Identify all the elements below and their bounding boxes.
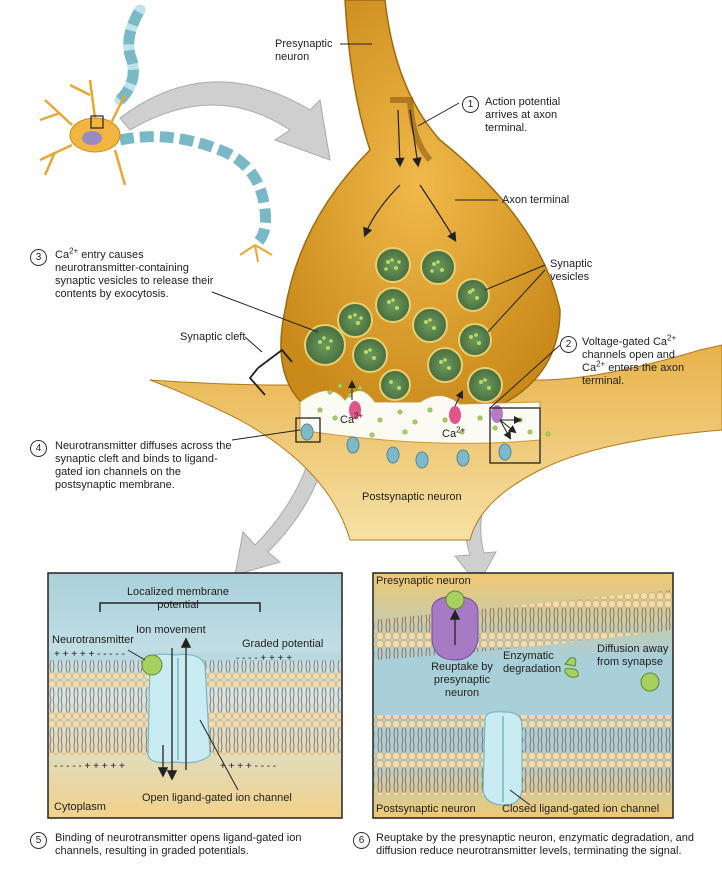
step-6-number: 6 xyxy=(353,832,370,849)
step-2-text: Voltage-gated Ca2+ channels open and Ca2… xyxy=(582,333,685,387)
label-diffusion-away: Diffusion away from synapse xyxy=(597,643,669,668)
label-charges-top-left: + + + + + - - - - - xyxy=(54,649,125,660)
step-4-text: Neurotransmitter diffuses across the syn… xyxy=(55,440,232,491)
synaptic-cleft-region xyxy=(299,390,541,444)
label-charges-bottom-right: + + + + - - - - xyxy=(220,761,277,772)
left-panel-art xyxy=(47,572,343,819)
step-6-text: Reuptake by the presynaptic neuron, enzy… xyxy=(376,832,694,857)
step-1-number: 1 xyxy=(462,96,479,113)
label-ca-ion-2: Ca2+ xyxy=(442,425,466,440)
leader-lines xyxy=(211,43,561,441)
label-cytoplasm: Cytoplasm xyxy=(54,801,106,813)
cleft-arrows xyxy=(348,380,522,440)
label-synaptic-vesicles: Synaptic vesicles xyxy=(550,258,593,283)
zoom-box-right xyxy=(489,407,541,464)
step-1-text: Action potential arrives at axon termina… xyxy=(485,96,561,134)
label-closed-ligand-gated-channel: Closed ligand-gated ion channel xyxy=(502,803,660,815)
synaptic-cleft-bracket xyxy=(248,348,293,396)
postsynaptic-receptors xyxy=(300,423,512,469)
zoom-box-left xyxy=(295,417,321,443)
step-5-text: Binding of neurotransmitter opens ligand… xyxy=(55,832,302,857)
step-2-number: 2 xyxy=(560,336,577,353)
zoom-arrow-top xyxy=(119,81,331,161)
label-neurotransmitter: Neurotransmitter xyxy=(52,634,134,646)
label-ca-ion-1: Ca2+ xyxy=(340,411,364,426)
step-5-number: 5 xyxy=(30,832,47,849)
label-synaptic-cleft: Synaptic cleft xyxy=(180,331,246,343)
label-open-ligand-gated-channel: Open ligand-gated ion channel xyxy=(142,792,292,804)
synaptic-vesicles xyxy=(304,247,503,403)
label-reuptake: Reuptake by presynaptic neuron xyxy=(431,661,493,699)
label-postsynaptic-neuron: Postsynaptic neuron xyxy=(362,491,462,503)
label-charges-top-right: - - - - + + + + xyxy=(236,653,293,664)
label-localized-membrane-potential: Localized membrane potential xyxy=(126,586,230,611)
label-panel-postsynaptic: Postsynaptic neuron xyxy=(376,803,476,815)
neuron-illustration xyxy=(39,4,273,263)
label-axon-terminal: Axon terminal xyxy=(502,194,570,206)
step-3-text: Ca2+ entry causes neurotransmitter-conta… xyxy=(55,246,214,300)
label-enzymatic-degradation: Enzymatic degradation xyxy=(503,650,562,675)
neurotransmitter-dots xyxy=(317,383,551,438)
label-graded-potential: Graded potential xyxy=(242,638,324,650)
step-3-number: 3 xyxy=(30,249,47,266)
ca-channels xyxy=(349,401,503,424)
step-4-number: 4 xyxy=(30,440,47,457)
action-potential-arrows xyxy=(363,109,457,243)
right-panel-art xyxy=(372,572,674,819)
label-presynaptic-neuron: Presynaptic neuron xyxy=(275,38,333,63)
label-panel-presynaptic: Presynaptic neuron xyxy=(376,575,471,587)
label-charges-bottom-left: - - - - - + + + + + xyxy=(54,761,125,772)
label-ion-movement: Ion movement xyxy=(136,624,206,636)
